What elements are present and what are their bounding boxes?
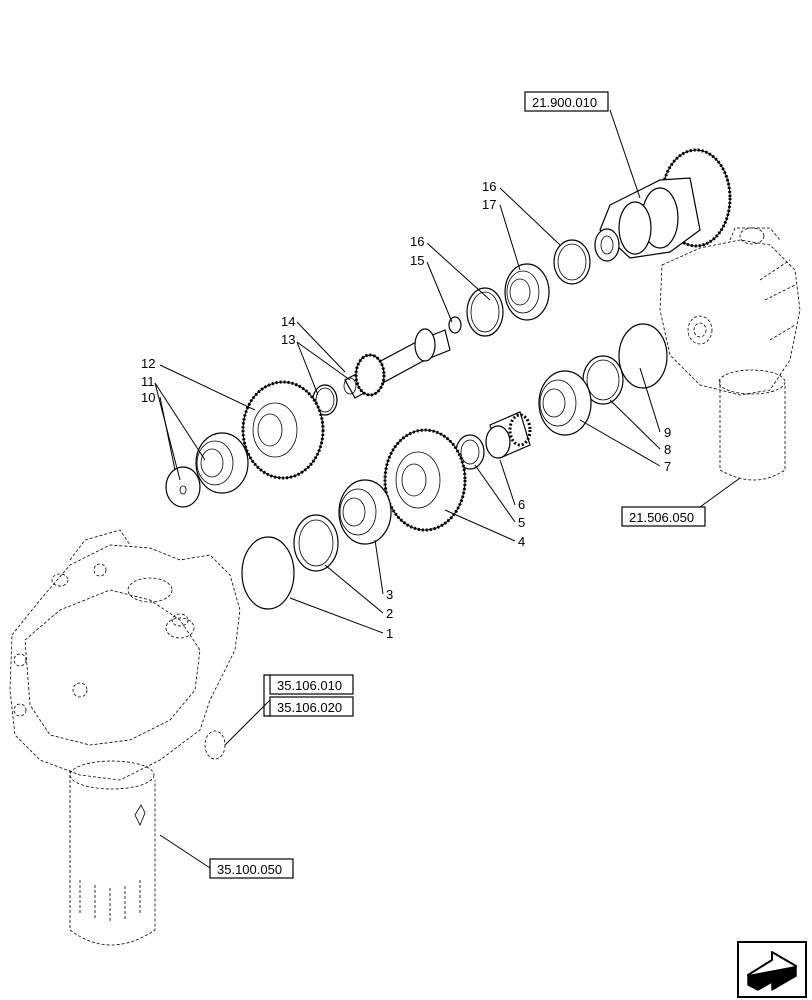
- callout-16-middle: 16: [410, 234, 424, 249]
- svg-text:21.900.010: 21.900.010: [532, 95, 597, 110]
- o-ring-1: [241, 536, 295, 610]
- bearing-17: [504, 263, 550, 321]
- callout-13: 13: [281, 332, 295, 347]
- ref-bracket-35-106: [263, 674, 270, 717]
- leader-lines: [154, 109, 741, 869]
- cap-10: [165, 466, 201, 508]
- callout-6: 6: [518, 497, 525, 512]
- callout-7: 7: [664, 459, 671, 474]
- snap-ring-16-middle: [466, 287, 504, 337]
- bearing-3: [338, 479, 392, 545]
- callout-9: 9: [664, 425, 671, 440]
- ref-21-506-050[interactable]: 21.506.050: [621, 506, 706, 527]
- gear-4: [383, 428, 467, 532]
- next-page-arrow-icon[interactable]: [737, 941, 807, 998]
- bearing-11: [195, 432, 249, 494]
- callout-12: 12: [141, 356, 155, 371]
- callout-11: 11: [141, 374, 155, 389]
- callout-10: 10: [141, 390, 155, 405]
- callout-3: 3: [386, 587, 393, 602]
- ref-35-106-010[interactable]: 35.106.010: [269, 674, 354, 695]
- housing-right: [659, 227, 801, 481]
- snap-ring-2: [293, 514, 339, 572]
- svg-text:35.106.010: 35.106.010: [277, 678, 342, 693]
- ref-35-106-020[interactable]: 35.106.020: [269, 696, 354, 717]
- callout-1: 1: [386, 626, 393, 641]
- bearing-7: [538, 370, 592, 436]
- sleeve-6: [485, 411, 532, 459]
- splined-shaft-14: [343, 328, 451, 399]
- o-ring-9: [618, 323, 668, 389]
- gear-12: [241, 380, 325, 480]
- callout-labels: 1 2 3 4 5 6 7 8 9 10 11 12 13 14 15 16 1…: [141, 179, 671, 641]
- svg-text:35.100.050: 35.100.050: [217, 862, 282, 877]
- ref-21-900-010[interactable]: 21.900.010: [524, 91, 609, 112]
- callout-8: 8: [664, 442, 671, 457]
- callout-2: 2: [386, 606, 393, 621]
- snap-ring-16-upper: [553, 239, 591, 285]
- callout-16-upper: 16: [482, 179, 496, 194]
- callout-15: 15: [410, 253, 424, 268]
- ref-35-100-050[interactable]: 35.100.050: [209, 858, 294, 879]
- output-shaft-assembly: [594, 148, 732, 262]
- svg-text:35.106.020: 35.106.020: [277, 700, 342, 715]
- callout-5: 5: [518, 515, 525, 530]
- svg-text:21.506.050: 21.506.050: [629, 510, 694, 525]
- callout-14: 14: [281, 314, 295, 329]
- transmission-housing-left: [9, 529, 241, 946]
- callout-4: 4: [518, 534, 525, 549]
- callout-17: 17: [482, 197, 496, 212]
